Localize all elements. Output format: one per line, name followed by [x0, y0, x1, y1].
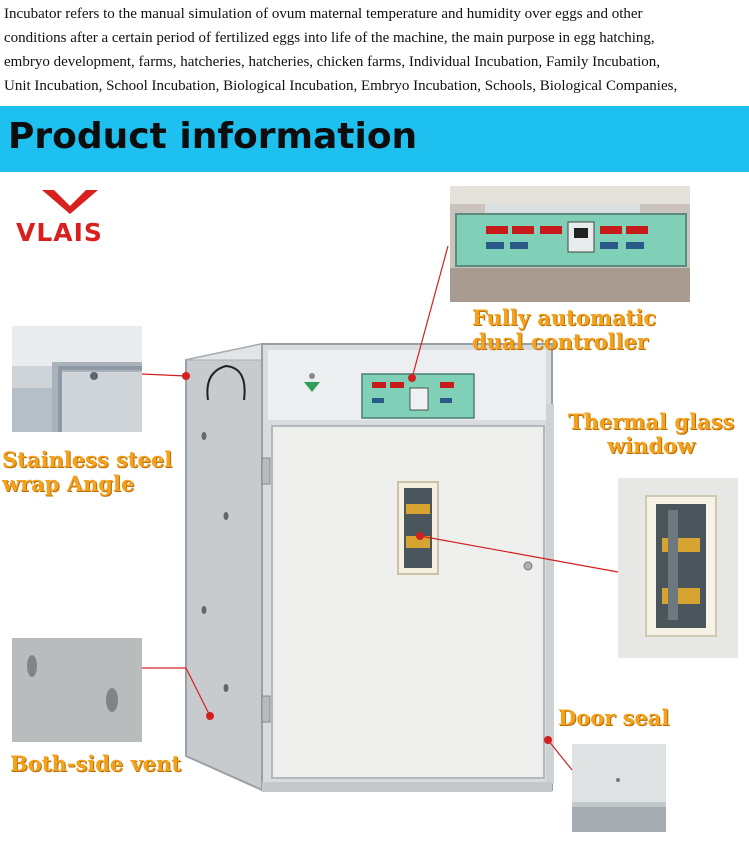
callout-door-seal-line1: Door seal [558, 705, 670, 730]
callout-thermal-window-line1: Thermal glass [568, 409, 735, 434]
product-info-banner: Product information [0, 106, 749, 172]
callout-steel-angle: Stainless steel wrap Angle [2, 448, 172, 496]
intro-line: conditions after a certain period of fer… [4, 30, 655, 46]
callout-controller-line2: dual controller [472, 329, 649, 354]
callout-thermal-window-line2: window [607, 433, 696, 458]
steel-angle-photo [12, 326, 142, 432]
brand-wordmark: VLAIS [16, 218, 103, 247]
callout-vent-line1: Both-side vent [10, 751, 182, 776]
banner-title: Product information [8, 116, 418, 157]
intro-line: Unit Incubation, School Incubation, Biol… [4, 78, 678, 94]
intro-line: Incubator refers to the manual simulatio… [4, 6, 643, 22]
brand-logo: VLAIS [12, 186, 112, 247]
callout-controller: Fully automatic dual controller [472, 306, 656, 354]
callout-vent: Both-side vent [10, 752, 181, 776]
intro-line: embryo development, farms, hatcheries, h… [4, 54, 661, 70]
door-seal-photo [572, 744, 666, 832]
callout-steel-angle-line2: wrap Angle [2, 471, 135, 496]
callout-thermal-window: Thermal glass window [568, 410, 734, 458]
callout-controller-line1: Fully automatic [472, 305, 657, 330]
brand-mark-icon [42, 190, 98, 214]
callout-door-seal: Door seal [558, 706, 669, 730]
controller-photo [450, 186, 690, 302]
callout-steel-angle-line1: Stainless steel [2, 447, 173, 472]
intro-paragraph: Incubator refers to the manual simulatio… [4, 2, 744, 98]
vent-photo [12, 638, 142, 742]
thermal-window-photo [618, 478, 738, 658]
